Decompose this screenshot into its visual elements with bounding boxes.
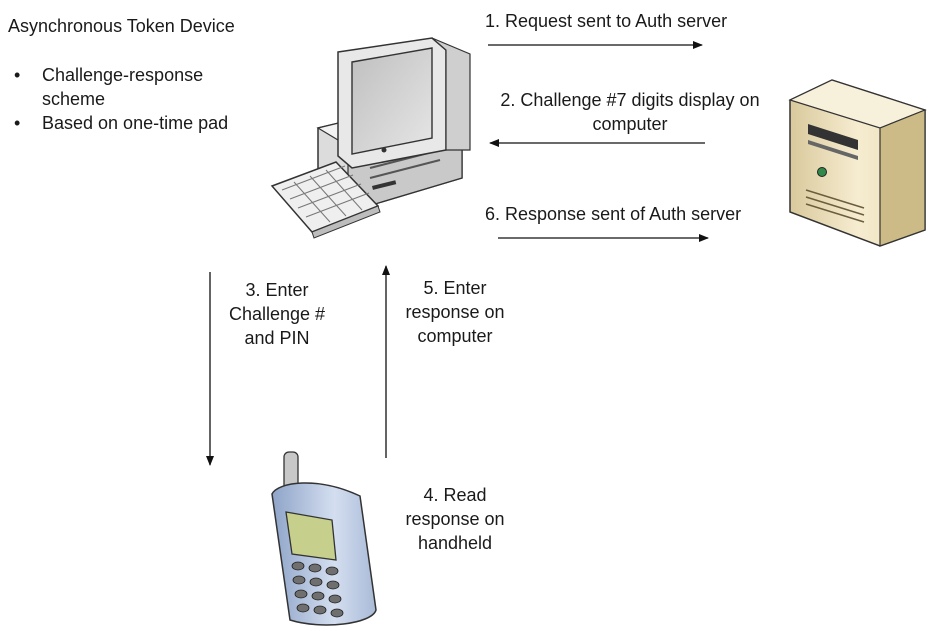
server-tower-icon — [788, 79, 927, 247]
mobile-phone-icon — [271, 451, 377, 626]
step-2-label: 2. Challenge #7 digits display on comput… — [500, 90, 760, 134]
step-3-label: 3. Enter Challenge # and PIN — [228, 280, 326, 348]
step-6-label: 6. Response sent of Auth server — [485, 204, 742, 224]
bullet-text: Challenge-response scheme — [42, 65, 204, 109]
desktop-computer-icon — [270, 37, 471, 239]
step-5-label: 5. Enter response on computer — [405, 278, 505, 346]
list-item: • Challenge-response scheme — [8, 63, 242, 111]
step-1-label: 1. Request sent to Auth server — [485, 11, 728, 31]
list-item: • Based on one-time pad — [8, 111, 242, 135]
bullet-marker: • — [14, 113, 21, 133]
bullet-text: Based on one-time pad — [42, 113, 229, 133]
feature-list: • Challenge-response scheme • Based on o… — [8, 63, 242, 135]
diagram-title: Asynchronous Token Device — [8, 16, 235, 36]
step-4-label: 4. Read response on handheld — [405, 485, 505, 553]
bullet-marker: • — [14, 65, 21, 85]
